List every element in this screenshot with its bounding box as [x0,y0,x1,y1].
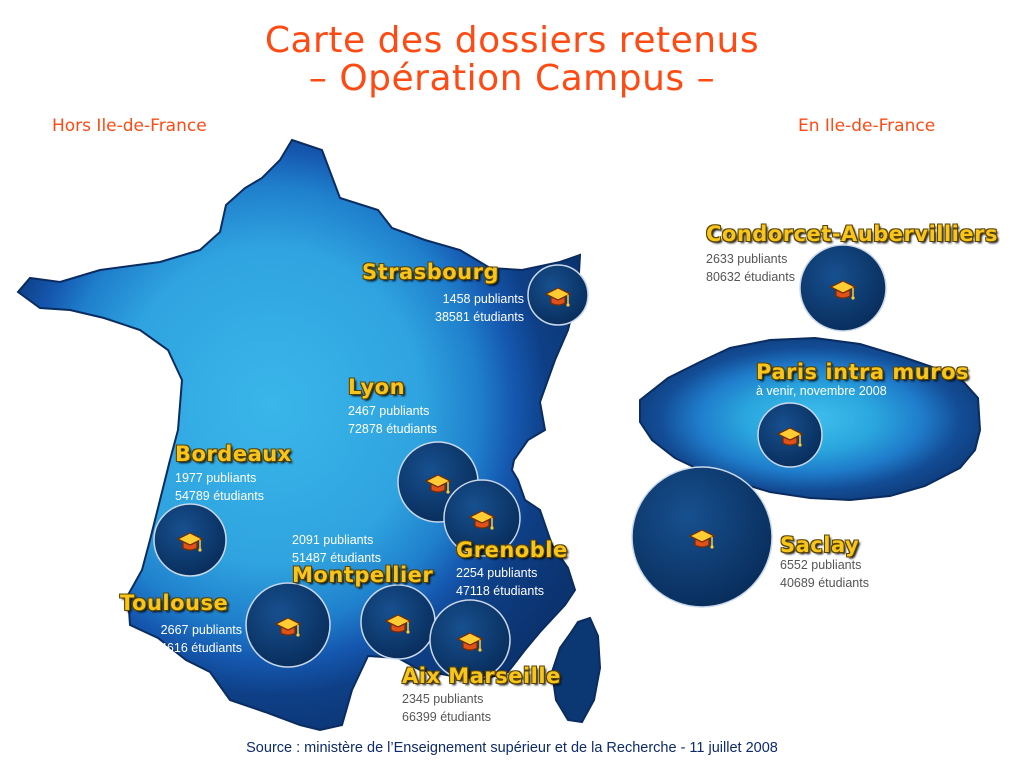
stat-toulouse-etudiants: 74616 étudiants [153,641,242,655]
stat-strasbourg-etudiants: 38581 étudiants [435,310,524,324]
stat-condorcet-publiants: 2633 publiants [706,252,788,266]
region-label-en-idf: En Ile-de-France [798,116,936,136]
city-label-saclay: Saclay [780,533,860,557]
stat-saclay-etudiants: 40689 étudiants [780,576,869,590]
stat-lyon-etudiants: 72878 étudiants [348,422,437,436]
map-title-line-2: – Opération Campus – [308,58,716,99]
city-label-aix-marseille: Aix Marseille [402,664,561,688]
city-label-condorcet: Condorcet-Aubervilliers [706,222,998,246]
stat-lyon-publiants: 2467 publiants [348,404,430,418]
circle-bordeaux [153,503,227,577]
stat-strasbourg-publiants: 1458 publiants [442,292,524,306]
city-label-montpellier: Montpellier [292,563,434,587]
map-title-line-1: Carte des dossiers retenus [264,20,760,61]
stat-toulouse-publiants: 2667 publiants [160,623,242,637]
stat-grenoble-etudiants: 47118 étudiants [456,584,545,598]
stat-montpellier-publiants: 2091 publiants [292,533,374,547]
region-label-hors-idf: Hors Ile-de-France [52,116,207,136]
circle-grenoble [443,479,521,557]
city-label-bordeaux: Bordeaux [175,442,292,466]
city-label-strasbourg: Strasbourg [362,260,499,284]
stat-condorcet-etudiants: 80632 étudiants [706,270,795,284]
source-caption: Source : ministère de l’Enseignement sup… [246,740,778,756]
stat-montpellier-etudiants: 51487 étudiants [292,551,381,565]
city-label-paris: Paris intra muros [756,360,970,384]
stat-aix-marseille-publiants: 2345 publiants [402,692,484,706]
circle-aix-marseille [429,599,511,681]
circle-strasbourg [527,264,589,326]
circle-condorcet [799,244,887,332]
city-label-grenoble: Grenoble [456,538,568,562]
corsica [550,616,602,724]
stat-grenoble-publiants: 2254 publiants [456,566,538,580]
circle-toulouse [245,582,331,668]
stat-saclay-publiants: 6552 publiants [780,558,862,572]
circle-montpellier [360,584,436,660]
city-label-lyon: Lyon [348,375,406,399]
stat-paris-note: à venir, novembre 2008 [756,384,887,398]
circle-paris [757,402,823,468]
stat-aix-marseille-etudiants: 66399 étudiants [402,710,491,724]
stat-bordeaux-publiants: 1977 publiants [175,471,257,485]
city-label-toulouse: Toulouse [120,591,229,615]
circle-saclay [631,466,773,608]
stat-bordeaux-etudiants: 54789 étudiants [175,489,264,503]
